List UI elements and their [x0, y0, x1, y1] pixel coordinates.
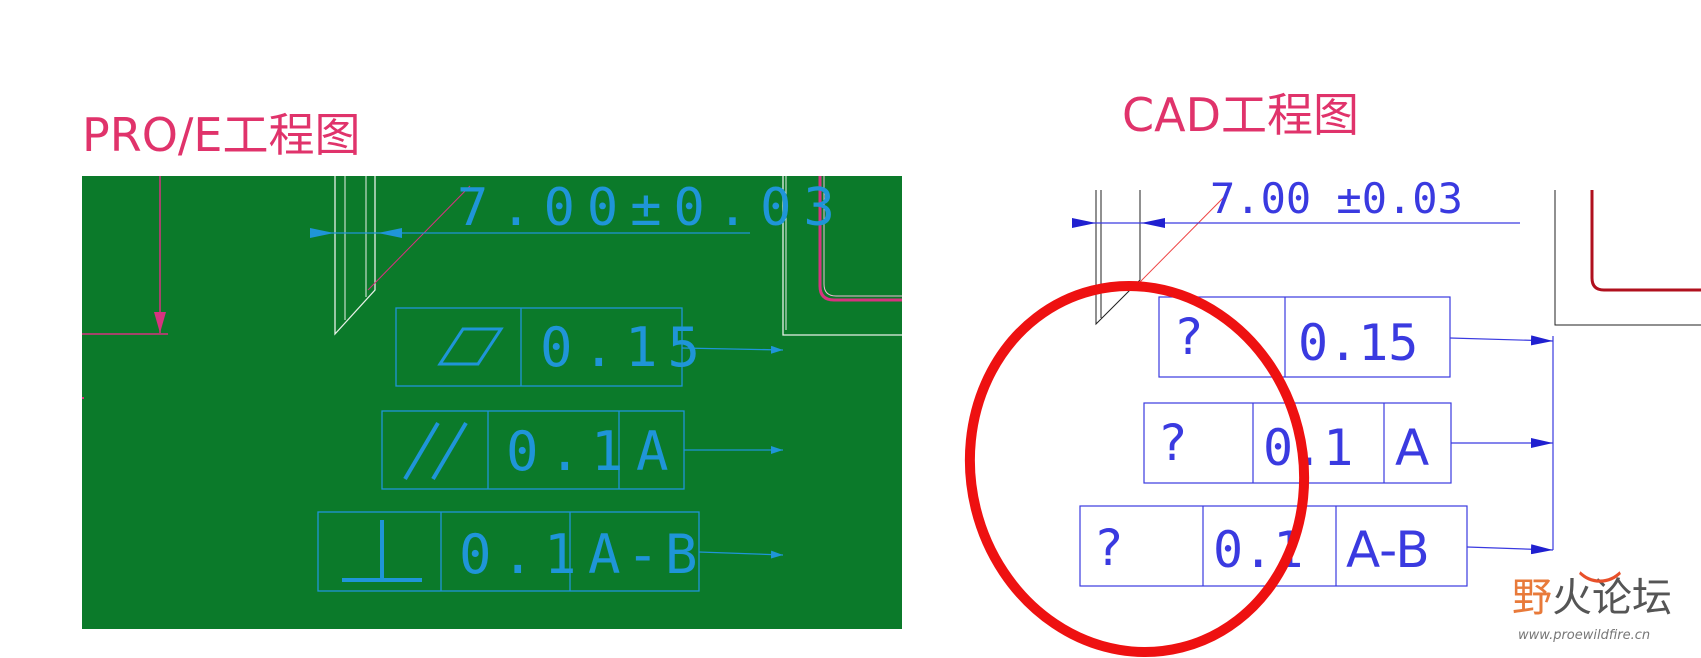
proe-heading: PRO/E工程图 [82, 108, 361, 162]
parallelism-icon [403, 421, 468, 481]
cad-unknown-symbol-2: ? [1160, 414, 1187, 472]
cad-part-edge [1095, 190, 1141, 326]
cad-construction-line [1139, 192, 1229, 283]
proe-tolerance-1: 0.15 [540, 316, 710, 379]
forum-watermark: 野火论坛 ︶ www.proewildfire.cn [1512, 572, 1692, 648]
highlight-ellipse [964, 281, 1310, 657]
cad-frame-3: ? 0.1 A-B [1079, 505, 1554, 587]
flame-icon: ︶ [1578, 568, 1622, 619]
cad-unknown-symbol-3: ? [1096, 519, 1123, 577]
cad-unknown-symbol-1: ? [1176, 308, 1203, 366]
cad-part-outline [1554, 190, 1701, 326]
proe-frame-parallelism: 0.1 A [381, 410, 783, 490]
proe-tolerance-3: 0.1 [459, 523, 587, 586]
proe-frame-flatness: 0.15 [395, 307, 784, 387]
proe-tolerance-2: 0.1 [506, 420, 634, 483]
proe-part-outline [782, 176, 902, 336]
proe-datum-2: A [636, 420, 669, 483]
proe-background [82, 176, 902, 629]
proe-dimension-text: 7.00±0.03 [457, 178, 847, 238]
cad-leader-1 [1449, 335, 1554, 346]
cad-datum-2: A [1395, 419, 1429, 477]
cad-dimension-text: 7.00 ±0.03 [1210, 174, 1463, 223]
proe-frame-perpendicularity: 0.1 A-B [317, 511, 784, 592]
cad-datum-3: A-B [1346, 521, 1430, 579]
cad-fillet-edge [1590, 190, 1701, 292]
cad-frame-1: ? 0.15 [1158, 296, 1554, 378]
cad-leader-3 [1466, 544, 1554, 555]
proe-fillet-edge [818, 176, 902, 302]
cad-drawing: 7.00 ±0.03 ? 0.15 ? 0.1 A ? 0.1 [964, 174, 1701, 657]
proe-leader-arrow [154, 312, 166, 333]
proe-construction-line [367, 185, 471, 291]
proe-drawing: 7.00±0.03 0.15 0.1 A [82, 176, 902, 629]
cad-tolerance-1: 0.15 [1298, 314, 1418, 372]
perpendicularity-icon [342, 520, 422, 582]
cad-heading: CAD工程图 [1122, 88, 1360, 142]
proe-leader-3 [698, 550, 784, 559]
watermark-title: 野火论坛 [1512, 575, 1672, 621]
watermark-url: www.proewildfire.cn [1518, 628, 1651, 643]
cad-frame-2: ? 0.1 A [1143, 402, 1553, 484]
proe-leader-1 [681, 345, 784, 354]
proe-datum-3: A-B [588, 523, 704, 586]
flatness-icon [437, 327, 504, 366]
